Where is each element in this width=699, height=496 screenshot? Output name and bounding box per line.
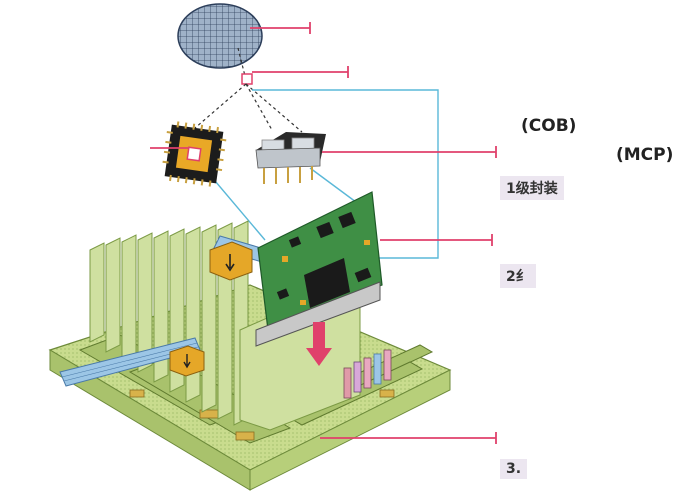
level2-package-label: 2纟 xyxy=(500,264,536,288)
cyan-connection-lines xyxy=(209,89,439,259)
wafer xyxy=(177,3,263,69)
level1-package-label: 1级封装 xyxy=(500,176,564,200)
mcp-package xyxy=(255,132,326,184)
capacitor-cluster xyxy=(343,349,392,399)
mcp-label: (MCP) xyxy=(616,145,674,165)
connector-box-top xyxy=(209,241,253,281)
pcb-card xyxy=(255,191,383,347)
connector-box-bottom xyxy=(169,345,205,377)
die-distribution-lines xyxy=(194,83,303,133)
bare-die xyxy=(241,73,253,85)
level3-package-label: 3. xyxy=(500,459,528,479)
cob-label: (COB) xyxy=(521,116,577,136)
qfp-package xyxy=(162,121,227,187)
insert-arrow xyxy=(306,322,332,366)
